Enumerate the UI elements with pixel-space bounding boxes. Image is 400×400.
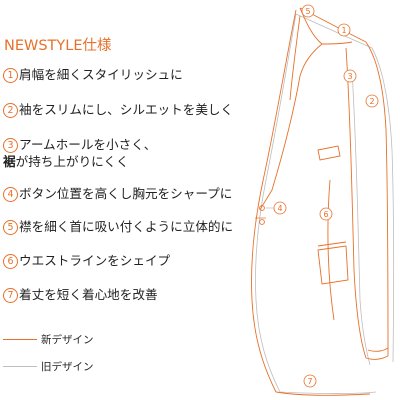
legend-old-swatch <box>3 366 37 367</box>
feature-number: 4 <box>3 187 18 202</box>
legend-new-swatch <box>3 339 37 340</box>
feature-text: ウエストラインをシェイプ <box>19 253 171 268</box>
feature-number: 1 <box>3 68 18 83</box>
callout-1: 1 <box>337 23 351 37</box>
svg-text:1: 1 <box>341 26 346 35</box>
feature-number: 3 <box>3 138 18 153</box>
callout-3: 3 <box>343 69 357 83</box>
svg-text:6: 6 <box>323 210 328 219</box>
new-design-outline <box>251 7 389 396</box>
callout-7: 7 <box>303 374 317 388</box>
feature-text: アームホールを小さく、 <box>19 137 157 152</box>
feature-text: 着丈を短く着心地を改善 <box>19 287 158 302</box>
svg-text:3: 3 <box>347 72 352 81</box>
legend-old: 旧デザイン <box>3 359 94 374</box>
svg-text:2: 2 <box>369 97 374 106</box>
old-design-outline <box>255 13 395 394</box>
svg-text:7: 7 <box>307 377 312 386</box>
feature-text: 襟を細く首に吸い付くように立体的に <box>19 219 234 234</box>
feature-text-bold: 裾 <box>3 154 16 169</box>
feature-text-line2: 裾が持ち上がりにくく <box>3 153 156 170</box>
feature-number: 2 <box>3 103 18 118</box>
feature-text-rest: が持ち上がりにくく <box>15 154 129 169</box>
legend-old-label: 旧デザイン <box>41 361 94 373</box>
callout-2: 2 <box>365 94 379 108</box>
feature-text: 袖をスリムにし、シルエットを美しく <box>19 102 234 117</box>
legend-new-label: 新デザイン <box>41 334 94 346</box>
callout-4: 4 <box>273 201 287 215</box>
page-title: NEWSTYLE仕様 <box>4 38 112 54</box>
feature-text: ボタン位置を高くし胸元をシャープに <box>19 186 233 201</box>
legend-new: 新デザイン <box>3 332 94 347</box>
svg-text:4: 4 <box>277 204 282 213</box>
feature-number: 6 <box>3 254 18 269</box>
callout-6: 6 <box>319 207 333 221</box>
feature-text: 肩幅を細くスタイリッシュに <box>19 67 183 82</box>
svg-text:5: 5 <box>305 7 310 16</box>
feature-number: 5 <box>3 220 18 235</box>
callout-5: 5 <box>301 4 315 18</box>
feature-number: 7 <box>3 288 18 303</box>
